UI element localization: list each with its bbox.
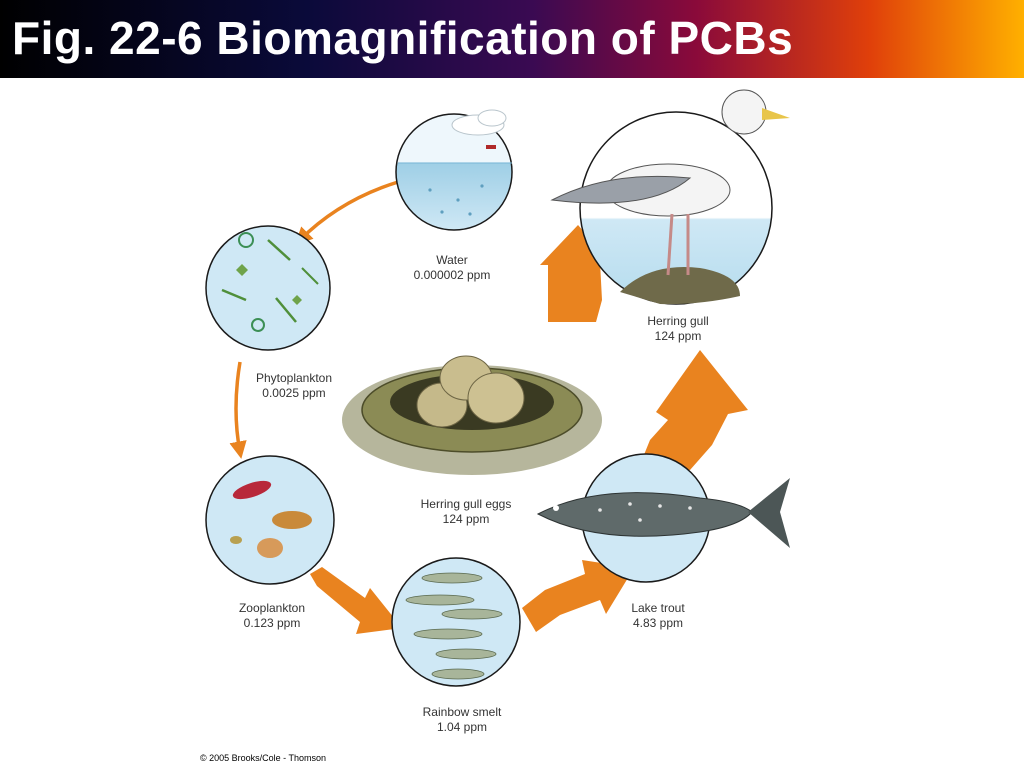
herring-gull-icon <box>550 89 790 276</box>
label-phytoplankton-value: 0.0025 ppm <box>262 386 325 400</box>
smelt-fish-icon <box>405 572 503 680</box>
lake-trout-icon <box>536 478 790 548</box>
label-rainbow-smelt-value: 1.04 ppm <box>437 720 487 734</box>
label-water-value: 0.000002 ppm <box>414 268 491 282</box>
arrow-phytoplankton-to-zooplankton <box>229 361 247 459</box>
water-circle <box>395 109 513 231</box>
fish-larva-icon <box>272 511 312 529</box>
label-herring-gull-name: Herring gull <box>647 314 708 328</box>
rainbow-smelt-circle <box>391 557 521 687</box>
arrow-zooplankton-to-smelt <box>310 567 402 634</box>
biomagnification-diagram: Water 0.000002 ppm Phytoplankton 0.0025 … <box>205 89 790 734</box>
label-herring-gull-eggs-name: Herring gull eggs <box>421 497 512 511</box>
title-bar: Fig. 22-6 Biomagnification of PCBs <box>0 0 1024 78</box>
label-zooplankton-value: 0.123 ppm <box>244 616 301 630</box>
label-lake-trout-name: Lake trout <box>631 601 685 615</box>
label-rainbow-smelt-name: Rainbow smelt <box>423 705 502 719</box>
shrimp-icon <box>232 480 272 500</box>
label-water-name: Water <box>436 253 468 267</box>
copyright-credit: © 2005 Brooks/Cole - Thomson <box>200 753 327 763</box>
nest-with-eggs <box>342 355 602 475</box>
zooplankton-circle <box>205 455 335 585</box>
label-phytoplankton-name: Phytoplankton <box>256 371 332 385</box>
label-herring-gull-eggs-value: 124 ppm <box>443 512 490 526</box>
phytoplankton-circle <box>205 225 331 351</box>
arrow-trout-to-gull <box>637 350 748 472</box>
egg-icon <box>467 372 525 424</box>
arrow-smelt-to-trout <box>522 560 634 632</box>
rock-icon <box>620 267 740 305</box>
boat-icon <box>486 145 496 149</box>
herring-gull-circle <box>550 89 790 305</box>
arrow-water-to-phytoplankton <box>295 180 399 245</box>
slide-title: Fig. 22-6 Biomagnification of PCBs <box>12 12 794 64</box>
lake-trout-circle <box>536 453 790 583</box>
label-lake-trout-value: 4.83 ppm <box>633 616 683 630</box>
label-zooplankton-name: Zooplankton <box>239 601 305 615</box>
label-herring-gull-value: 124 ppm <box>655 329 702 343</box>
